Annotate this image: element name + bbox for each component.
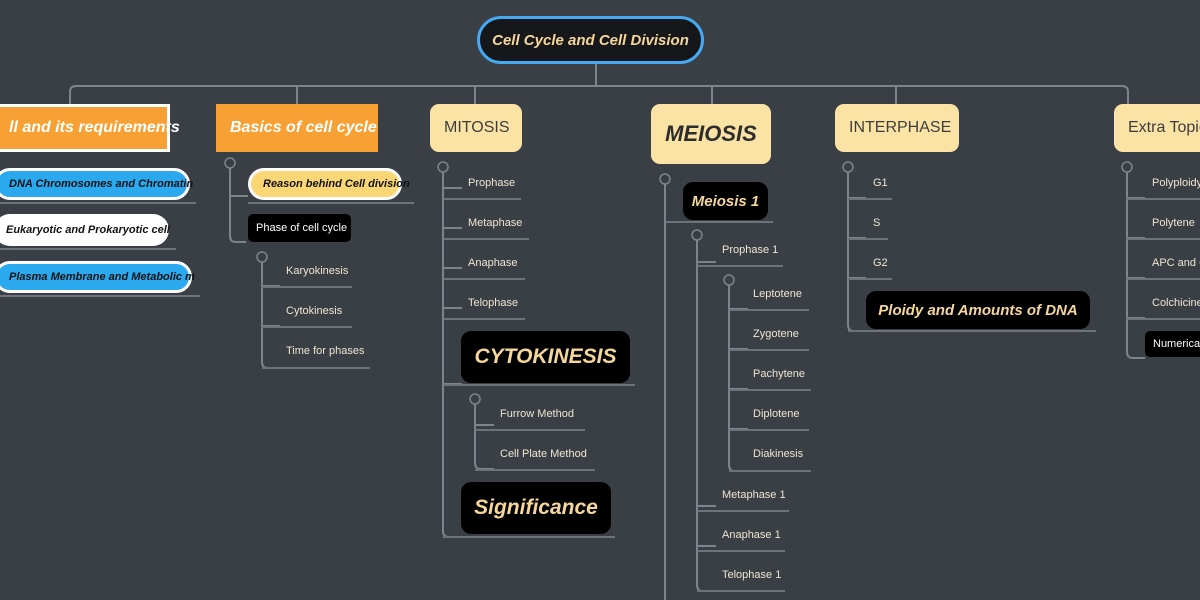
underline: [443, 278, 525, 280]
branch-meiosis[interactable]: MEIOSIS: [651, 104, 771, 164]
underline: [665, 221, 773, 223]
node-cell-plate-method[interactable]: Cell Plate Method: [500, 448, 587, 460]
node-diplotene[interactable]: Diplotene: [753, 408, 800, 420]
underline: [262, 367, 370, 369]
underline: [475, 469, 595, 471]
node-dna-chromosomes[interactable]: DNA Chromosomes and Chromatin: [0, 168, 193, 200]
node-metaphase-1[interactable]: Metaphase 1: [722, 489, 786, 501]
branch-cell-requirements[interactable]: ll and its requirements: [0, 104, 180, 152]
node-cytokinesis[interactable]: CYTOKINESIS: [461, 331, 630, 383]
node-g2[interactable]: G2: [873, 257, 888, 269]
underline: [443, 536, 615, 538]
node-colchicine[interactable]: Colchicine: [1152, 297, 1200, 309]
underline: [697, 590, 785, 592]
underline: [697, 510, 789, 512]
node-apc[interactable]: APC and C: [1152, 257, 1200, 269]
collapse-toggle[interactable]: [437, 161, 449, 173]
underline: [475, 429, 585, 431]
branch-mitosis[interactable]: MITOSIS: [430, 104, 522, 152]
underline: [848, 330, 1096, 332]
underline: [729, 470, 811, 472]
collapse-toggle[interactable]: [842, 161, 854, 173]
node-reason-cell-division[interactable]: Reason behind Cell division: [248, 168, 410, 200]
node-s[interactable]: S: [873, 217, 881, 229]
underline: [443, 238, 529, 240]
underline: [0, 248, 176, 250]
node-anaphase[interactable]: Anaphase: [468, 257, 518, 269]
branch-extra-topic[interactable]: Extra Topic: [1114, 104, 1200, 152]
collapse-toggle[interactable]: [256, 251, 268, 263]
node-ploidy-dna[interactable]: Ploidy and Amounts of DNA: [866, 291, 1090, 329]
underline: [248, 202, 414, 204]
underline: [443, 318, 525, 320]
collapse-toggle[interactable]: [659, 173, 671, 185]
underline: [729, 349, 809, 351]
collapse-toggle[interactable]: [691, 229, 703, 241]
node-eukaryotic-prokaryotic[interactable]: Eukaryotic and Prokaryotic cell: [0, 214, 170, 246]
node-diakinesis[interactable]: Diakinesis: [753, 448, 804, 460]
underline: [729, 429, 809, 431]
node-phase-cell-cycle[interactable]: Phase of cell cycle: [248, 214, 351, 242]
node-polytene[interactable]: Polytene: [1152, 217, 1195, 229]
root-node[interactable]: Cell Cycle and Cell Division: [477, 16, 704, 64]
underline: [262, 286, 352, 288]
collapse-toggle[interactable]: [224, 157, 236, 169]
underline: [697, 550, 785, 552]
underline: [1127, 318, 1200, 320]
underline: [0, 295, 200, 297]
node-karyokinesis[interactable]: Karyokinesis: [286, 265, 349, 277]
node-telophase[interactable]: Telophase: [468, 297, 519, 309]
collapse-toggle[interactable]: [723, 274, 735, 286]
branch-basics-cell-cycle[interactable]: Basics of cell cycle: [216, 104, 378, 152]
underline: [1127, 238, 1200, 240]
underline: [697, 265, 783, 267]
underline: [0, 202, 196, 204]
underline: [848, 238, 888, 240]
node-meiosis-1[interactable]: Meiosis 1: [683, 182, 768, 220]
node-telophase-1[interactable]: Telophase 1: [722, 569, 782, 581]
node-pachytene[interactable]: Pachytene: [753, 368, 805, 380]
node-anaphase-1[interactable]: Anaphase 1: [722, 529, 781, 541]
node-numerical[interactable]: Numerical: [1145, 331, 1200, 357]
node-g1[interactable]: G1: [873, 177, 888, 189]
node-zygotene[interactable]: Zygotene: [753, 328, 799, 340]
underline: [848, 198, 892, 200]
branch-interphase[interactable]: INTERPHASE: [835, 104, 959, 152]
node-furrow-method[interactable]: Furrow Method: [500, 408, 574, 420]
node-leptotene[interactable]: Leptotene: [753, 288, 802, 300]
underline: [1127, 198, 1200, 200]
node-significance[interactable]: Significance: [461, 482, 611, 534]
underline: [729, 309, 809, 311]
underline: [1127, 278, 1200, 280]
node-time-for-phases[interactable]: Time for phases: [286, 345, 365, 357]
underline: [262, 326, 352, 328]
collapse-toggle[interactable]: [1121, 161, 1133, 173]
node-prophase[interactable]: Prophase: [468, 177, 516, 189]
underline: [443, 198, 521, 200]
node-cytokinesis-basic[interactable]: Cytokinesis: [286, 305, 343, 317]
underline: [848, 278, 892, 280]
collapse-toggle[interactable]: [469, 393, 481, 405]
underline: [443, 384, 635, 386]
node-plasma-membrane[interactable]: Plasma Membrane and Metabolic m: [0, 261, 195, 293]
node-prophase-1[interactable]: Prophase 1: [722, 244, 779, 256]
node-polyploidy[interactable]: Polyploidy: [1152, 177, 1200, 189]
underline: [729, 389, 811, 391]
node-metaphase[interactable]: Metaphase: [468, 217, 523, 229]
